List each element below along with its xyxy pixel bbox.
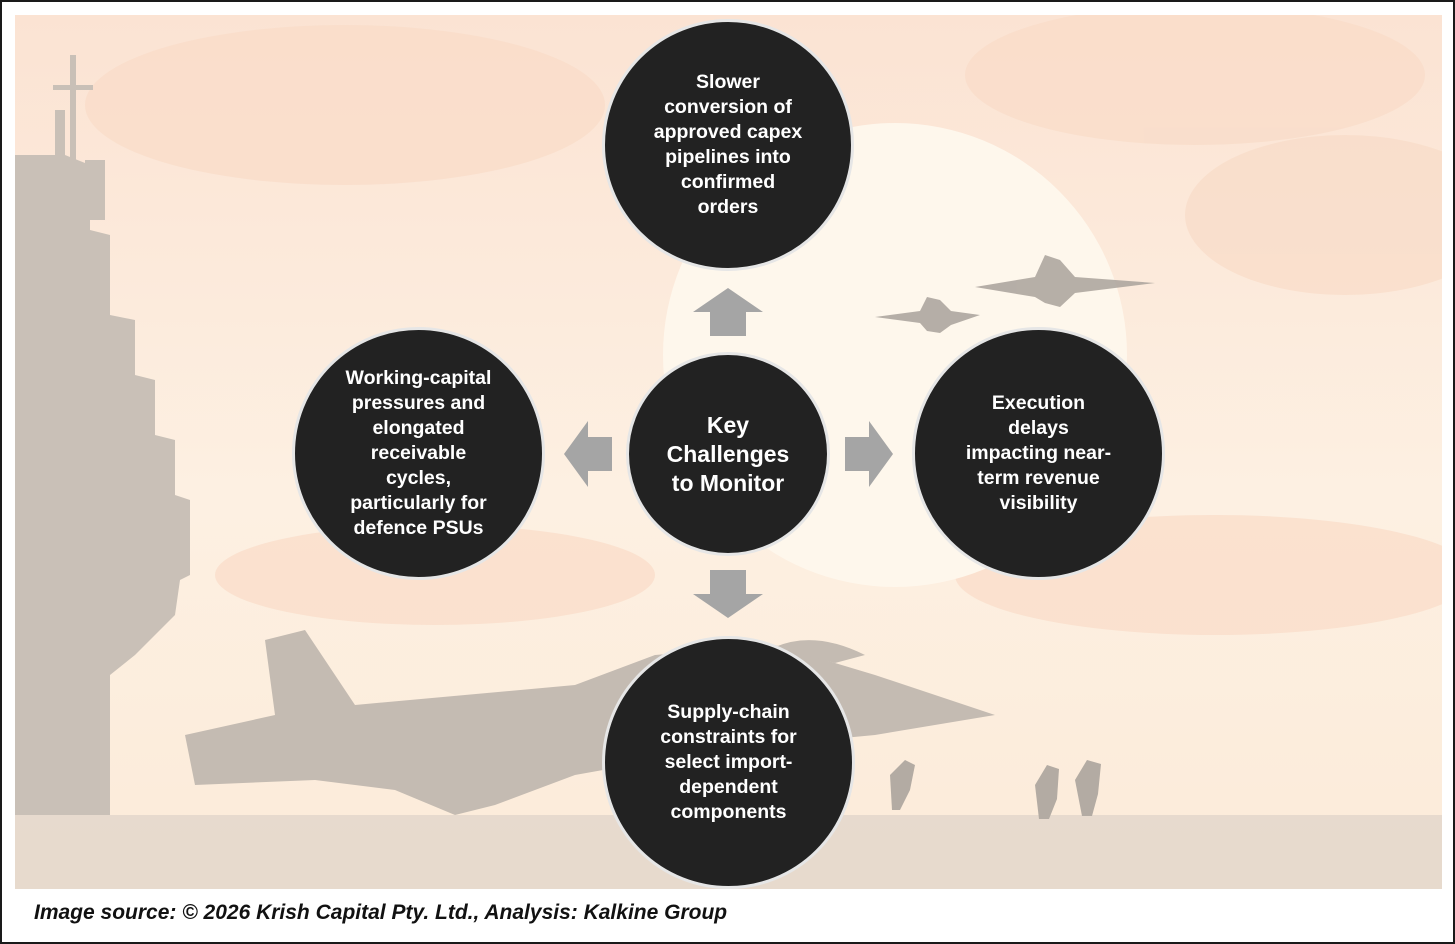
challenge-label-top: Slower conversion of approved capex pipe… (653, 71, 803, 218)
challenge-node-right: Execution delays impacting near- term re… (912, 327, 1165, 580)
warship-silhouette-icon (15, 55, 190, 815)
image-source-caption: Image source: © 2026 Krish Capital Pty. … (34, 901, 728, 924)
challenge-node-top: Slower conversion of approved capex pipe… (602, 19, 854, 271)
arrow-left-icon (564, 421, 612, 487)
challenge-label-right: Execution delays impacting near- term re… (965, 392, 1112, 514)
challenge-node-bottom: Supply-chain constraints for select impo… (602, 636, 855, 889)
arrow-up-icon (693, 288, 763, 336)
challenge-label-bottom: Supply-chain constraints for select impo… (660, 701, 797, 823)
fighter-jet-icon (875, 255, 1155, 333)
arrow-down-icon (693, 570, 763, 618)
deck-crew-icon (890, 760, 1101, 819)
challenge-label-left: Working-capital pressures and elongated … (345, 367, 492, 539)
challenge-node-left: Working-capital pressures and elongated … (292, 327, 545, 580)
center-label: Key Challenges to Monitor (666, 411, 790, 496)
arrow-right-icon (845, 421, 893, 487)
center-node: Key Challenges to Monitor (626, 352, 830, 556)
